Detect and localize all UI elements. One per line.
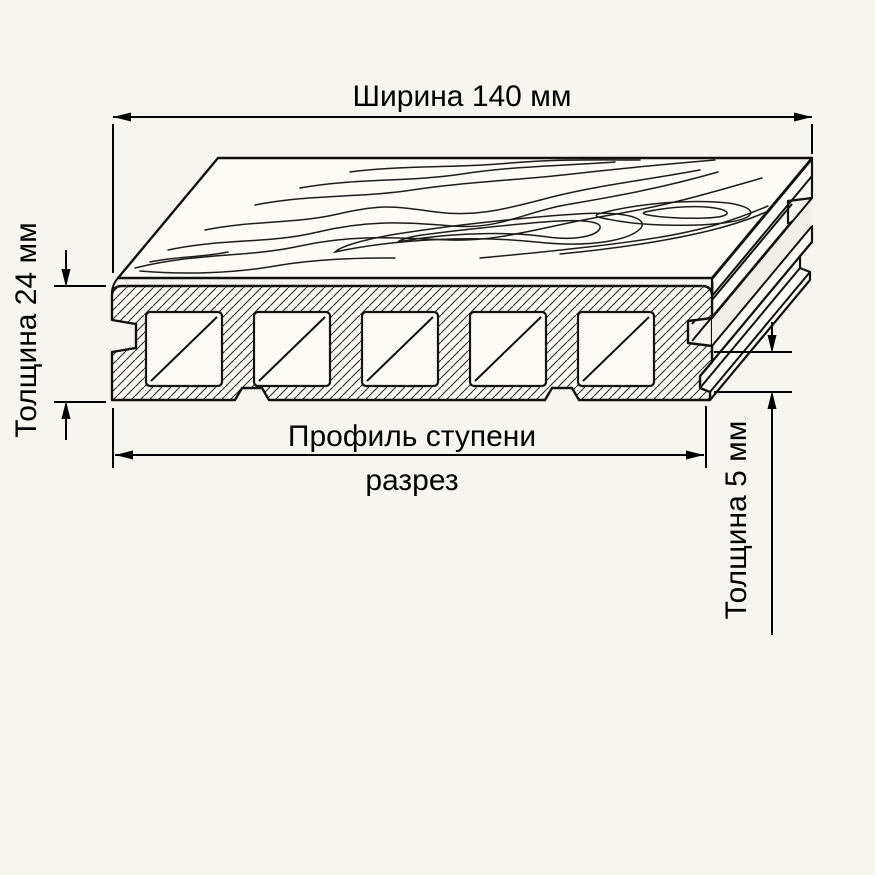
hollow-chamber [468,310,548,388]
hollow-chambers [144,310,656,388]
front-edge-seam [110,277,714,297]
arrowhead-down [767,335,777,353]
wood-grain-texture [134,159,799,274]
profile-section-dimension: Профиль ступени разрез [112,406,707,497]
board-cross-section [110,277,714,402]
profile-label-line1: Профиль ступени [288,420,536,453]
bottom-thickness-dimension: Толщина 5 мм [714,322,792,635]
arrowhead-right [686,450,704,460]
thickness-dimension-label: Толщина 24 мм [10,222,43,438]
width-dimension-label: Ширина 140 мм [353,80,572,113]
arrowhead-up [61,401,71,419]
arrowhead-right [794,112,812,122]
thickness-dimension: Толщина 24 мм [10,222,106,440]
hollow-chamber [144,310,224,388]
hollow-chamber [252,310,332,388]
board-drawing [110,156,814,402]
edge-groove-band [712,198,812,346]
bottom-thickness-dimension-label: Толщина 5 мм [720,421,753,620]
arrowhead-left [115,450,133,460]
hollow-chamber [576,310,656,388]
arrowhead-up [767,391,777,409]
hollow-chamber [360,310,440,388]
width-dimension: Ширина 140 мм [112,80,813,273]
arrowhead-left [113,112,131,122]
profile-label-line2: разрез [365,464,458,497]
board-top-surface [116,156,814,280]
arrowhead-down [61,269,71,287]
